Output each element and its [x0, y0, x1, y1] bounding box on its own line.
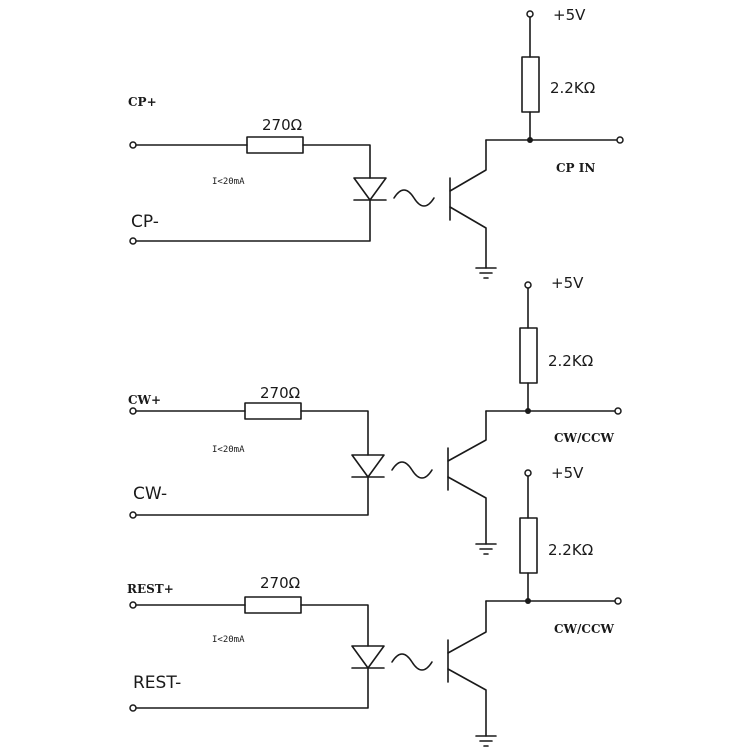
input-neg-terminal[interactable]: [129, 237, 137, 245]
junction-dot: [527, 137, 533, 143]
input-neg-wire: [135, 667, 369, 709]
input-pos-label: CW+: [128, 393, 161, 407]
led-triangle: [351, 645, 385, 669]
transistor-collector: [449, 139, 487, 192]
pullup-resistor-symbol: [519, 517, 538, 574]
input-neg-label: CW-: [133, 484, 167, 504]
transistor-emitter: [449, 206, 487, 269]
resistor-270-symbol: [246, 136, 304, 154]
light-coupling-wave: [391, 461, 433, 479]
ground-icon: [475, 543, 497, 555]
output-terminal[interactable]: [614, 597, 622, 605]
resistor-label: 270Ω: [260, 574, 300, 592]
input-pos-terminal[interactable]: [129, 601, 137, 609]
input-pos-label: CP+: [128, 95, 157, 109]
resistor-label: 270Ω: [260, 384, 300, 402]
output-terminal[interactable]: [616, 136, 624, 144]
led-triangle: [351, 454, 385, 478]
circuit-cp: CP+ 270Ω I<20mA CP- +5V 2.2KΩ CP IN: [128, 6, 624, 279]
current-note: I<20mA: [212, 445, 245, 455]
output-terminal[interactable]: [614, 407, 622, 415]
resistor-to-led-wire: [300, 604, 369, 647]
output-label: CW/CCW: [554, 431, 615, 445]
resistor-270-symbol: [244, 402, 302, 420]
current-note: I<20mA: [212, 635, 245, 645]
resistor-270-symbol: [244, 596, 302, 614]
input-neg-wire: [135, 199, 371, 242]
junction-dot: [525, 598, 531, 604]
transistor-collector: [447, 410, 487, 462]
junction-dot: [525, 408, 531, 414]
transistor-emitter: [447, 668, 487, 737]
supply-label: +5V: [551, 464, 584, 482]
pullup-resistor-symbol: [521, 56, 540, 113]
input-pos-terminal[interactable]: [129, 407, 137, 415]
input-neg-label: REST-: [133, 673, 181, 693]
pullup-label: 2.2KΩ: [548, 541, 593, 559]
input-neg-terminal[interactable]: [129, 511, 137, 519]
ground-icon: [475, 267, 497, 279]
resistor-to-led-wire: [300, 410, 369, 456]
output-label: CW/CCW: [554, 622, 615, 636]
input-pos-terminal[interactable]: [129, 141, 137, 149]
transistor-emitter: [447, 476, 487, 545]
input-neg-wire: [135, 476, 369, 516]
circuit-rest: REST+ 270Ω I<20mA REST- +5V 2.2KΩ CW/CCW: [127, 464, 622, 747]
output-label: CP IN: [556, 161, 595, 175]
current-note: I<20mA: [212, 177, 245, 187]
input-pos-label: REST+: [127, 582, 174, 596]
led-triangle: [353, 177, 387, 201]
light-coupling-wave: [391, 653, 433, 671]
input-neg-label: CP-: [131, 212, 159, 232]
input-neg-terminal[interactable]: [129, 704, 137, 712]
resistor-label: 270Ω: [262, 116, 302, 134]
pullup-label: 2.2KΩ: [550, 79, 595, 97]
light-coupling-wave: [393, 189, 435, 207]
pullup-label: 2.2KΩ: [548, 352, 593, 370]
circuit-cw: CW+ 270Ω I<20mA CW- +5V 2.2KΩ CW/CCW: [128, 274, 622, 555]
supply-terminal[interactable]: [524, 469, 532, 477]
transistor-collector: [447, 600, 487, 654]
supply-terminal[interactable]: [524, 281, 532, 289]
supply-terminal[interactable]: [526, 10, 534, 18]
ground-icon: [475, 735, 497, 747]
supply-label: +5V: [553, 6, 586, 24]
pullup-resistor-symbol: [519, 327, 538, 384]
resistor-to-led-wire: [302, 144, 371, 179]
supply-label: +5V: [551, 274, 584, 292]
